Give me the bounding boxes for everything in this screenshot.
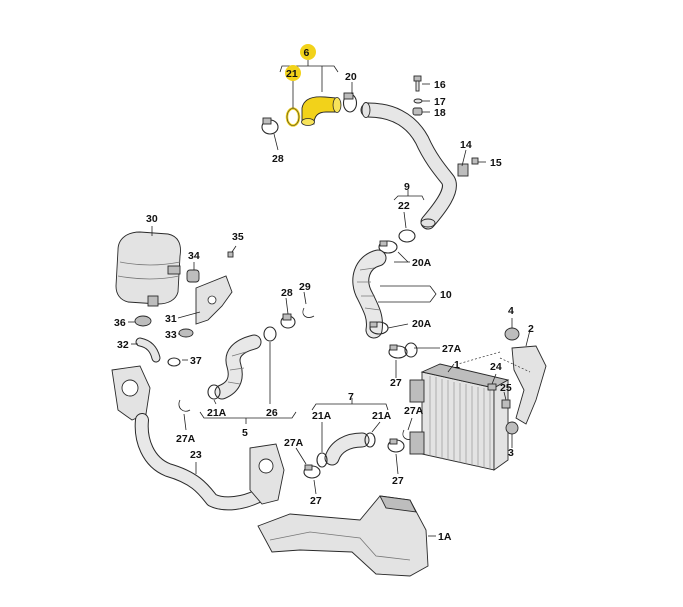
part-26-ring [263, 326, 277, 342]
label-27A-left: 27A [176, 433, 196, 445]
label-23: 23 [190, 449, 202, 461]
label-27-lower-right: 27 [392, 475, 404, 487]
part-27A-clip-left [178, 399, 191, 412]
part-3-grommet [505, 421, 519, 435]
label-3: 3 [508, 447, 514, 459]
label-17: 17 [434, 96, 446, 108]
label-28-lower: 28 [281, 287, 293, 299]
part-32-elbow [135, 337, 161, 363]
part-5-hose [214, 334, 262, 400]
label-5: 5 [242, 427, 248, 439]
guide-line-intercooler [457, 351, 501, 365]
part-20A-clamp-upper [378, 240, 398, 254]
label-20: 20 [345, 71, 357, 83]
part-21A-ring-7b [364, 432, 376, 448]
label-9: 9 [404, 181, 410, 193]
part-17-washer [413, 98, 423, 104]
part-16-bolt [413, 75, 422, 92]
label-36: 36 [114, 317, 126, 329]
label-27A-upper: 27A [442, 343, 462, 355]
label-7: 7 [348, 391, 354, 403]
label-27A-mid: 27A [284, 437, 304, 449]
part-37-clamp [167, 357, 181, 367]
label-20A-upper: 20A [412, 257, 432, 269]
label-34: 34 [188, 250, 200, 262]
label-16: 16 [434, 79, 446, 91]
part-23-flange-right [249, 443, 285, 505]
label-26: 26 [266, 407, 278, 419]
label-15: 15 [490, 157, 502, 169]
part-22-o-ring [398, 229, 416, 243]
part-21A-ring-left [207, 384, 221, 400]
part-27-clamp-lower-left [303, 464, 321, 479]
label-6-highlight [300, 44, 316, 60]
label-31: 31 [165, 313, 177, 325]
leader-lines [128, 60, 531, 537]
label-6: 6 [304, 47, 310, 59]
part-15-bolt [471, 157, 479, 165]
label-20A-lower: 20A [412, 318, 432, 330]
label-14: 14 [460, 139, 472, 151]
part-30-resonator [115, 231, 181, 307]
part-21A-ring-7a [316, 452, 328, 468]
part-34-grommet [186, 269, 200, 283]
label-25: 25 [500, 382, 512, 394]
label-22: 22 [398, 200, 410, 212]
label-30: 30 [146, 213, 158, 225]
label-33: 33 [165, 329, 177, 341]
label-21: 21 [286, 68, 298, 80]
part-36-grommet [134, 315, 152, 327]
label-18: 18 [434, 107, 446, 119]
part-1A-air-duct [257, 495, 429, 577]
label-35: 35 [232, 231, 244, 243]
label-27-upper: 27 [390, 377, 402, 389]
part-25-nut [501, 399, 511, 409]
label-2: 2 [528, 323, 534, 335]
part-28-clamp-lower [280, 313, 296, 329]
part-33-grommet [178, 328, 194, 338]
part-10-hose [352, 249, 387, 339]
part-23-pipe [134, 413, 269, 511]
part-20-hose-clamp [342, 92, 358, 113]
part-7-hose [324, 432, 370, 466]
label-32: 32 [117, 339, 129, 351]
part-1-intercooler [409, 363, 510, 471]
label-21-highlight [285, 65, 301, 81]
label-21A-mid-right: 21A [372, 410, 392, 422]
label-10: 10 [440, 289, 452, 301]
label-24: 24 [490, 361, 502, 373]
label-4: 4 [508, 305, 514, 317]
part-35-screw [227, 251, 234, 258]
label-21A-mid-left: 21A [312, 410, 332, 422]
label-27-lower-left: 27 [310, 495, 322, 507]
label-1A: 1A [438, 531, 452, 543]
label-21A-left: 21A [207, 407, 227, 419]
part-4-grommet [504, 327, 520, 341]
part-27-clamp-lower-right [387, 438, 405, 453]
part-28-hose-clamp [261, 117, 279, 135]
label-27A-right: 27A [404, 405, 424, 417]
label-37: 37 [190, 355, 202, 367]
part-6-elbow-hose [301, 96, 342, 126]
part-27-clamp-upper [388, 342, 418, 359]
part-2-bracket [511, 345, 547, 425]
part-29-clip [302, 307, 315, 318]
part-14-charge-pipe [360, 102, 469, 230]
label-29: 29 [299, 281, 311, 293]
label-28-upper: 28 [272, 153, 284, 165]
part-21-outline [286, 108, 300, 126]
guide-line-intercooler-2 [499, 357, 531, 373]
part-18-nut [412, 107, 423, 116]
label-1: 1 [454, 359, 460, 371]
part-24-bolt [487, 383, 497, 391]
